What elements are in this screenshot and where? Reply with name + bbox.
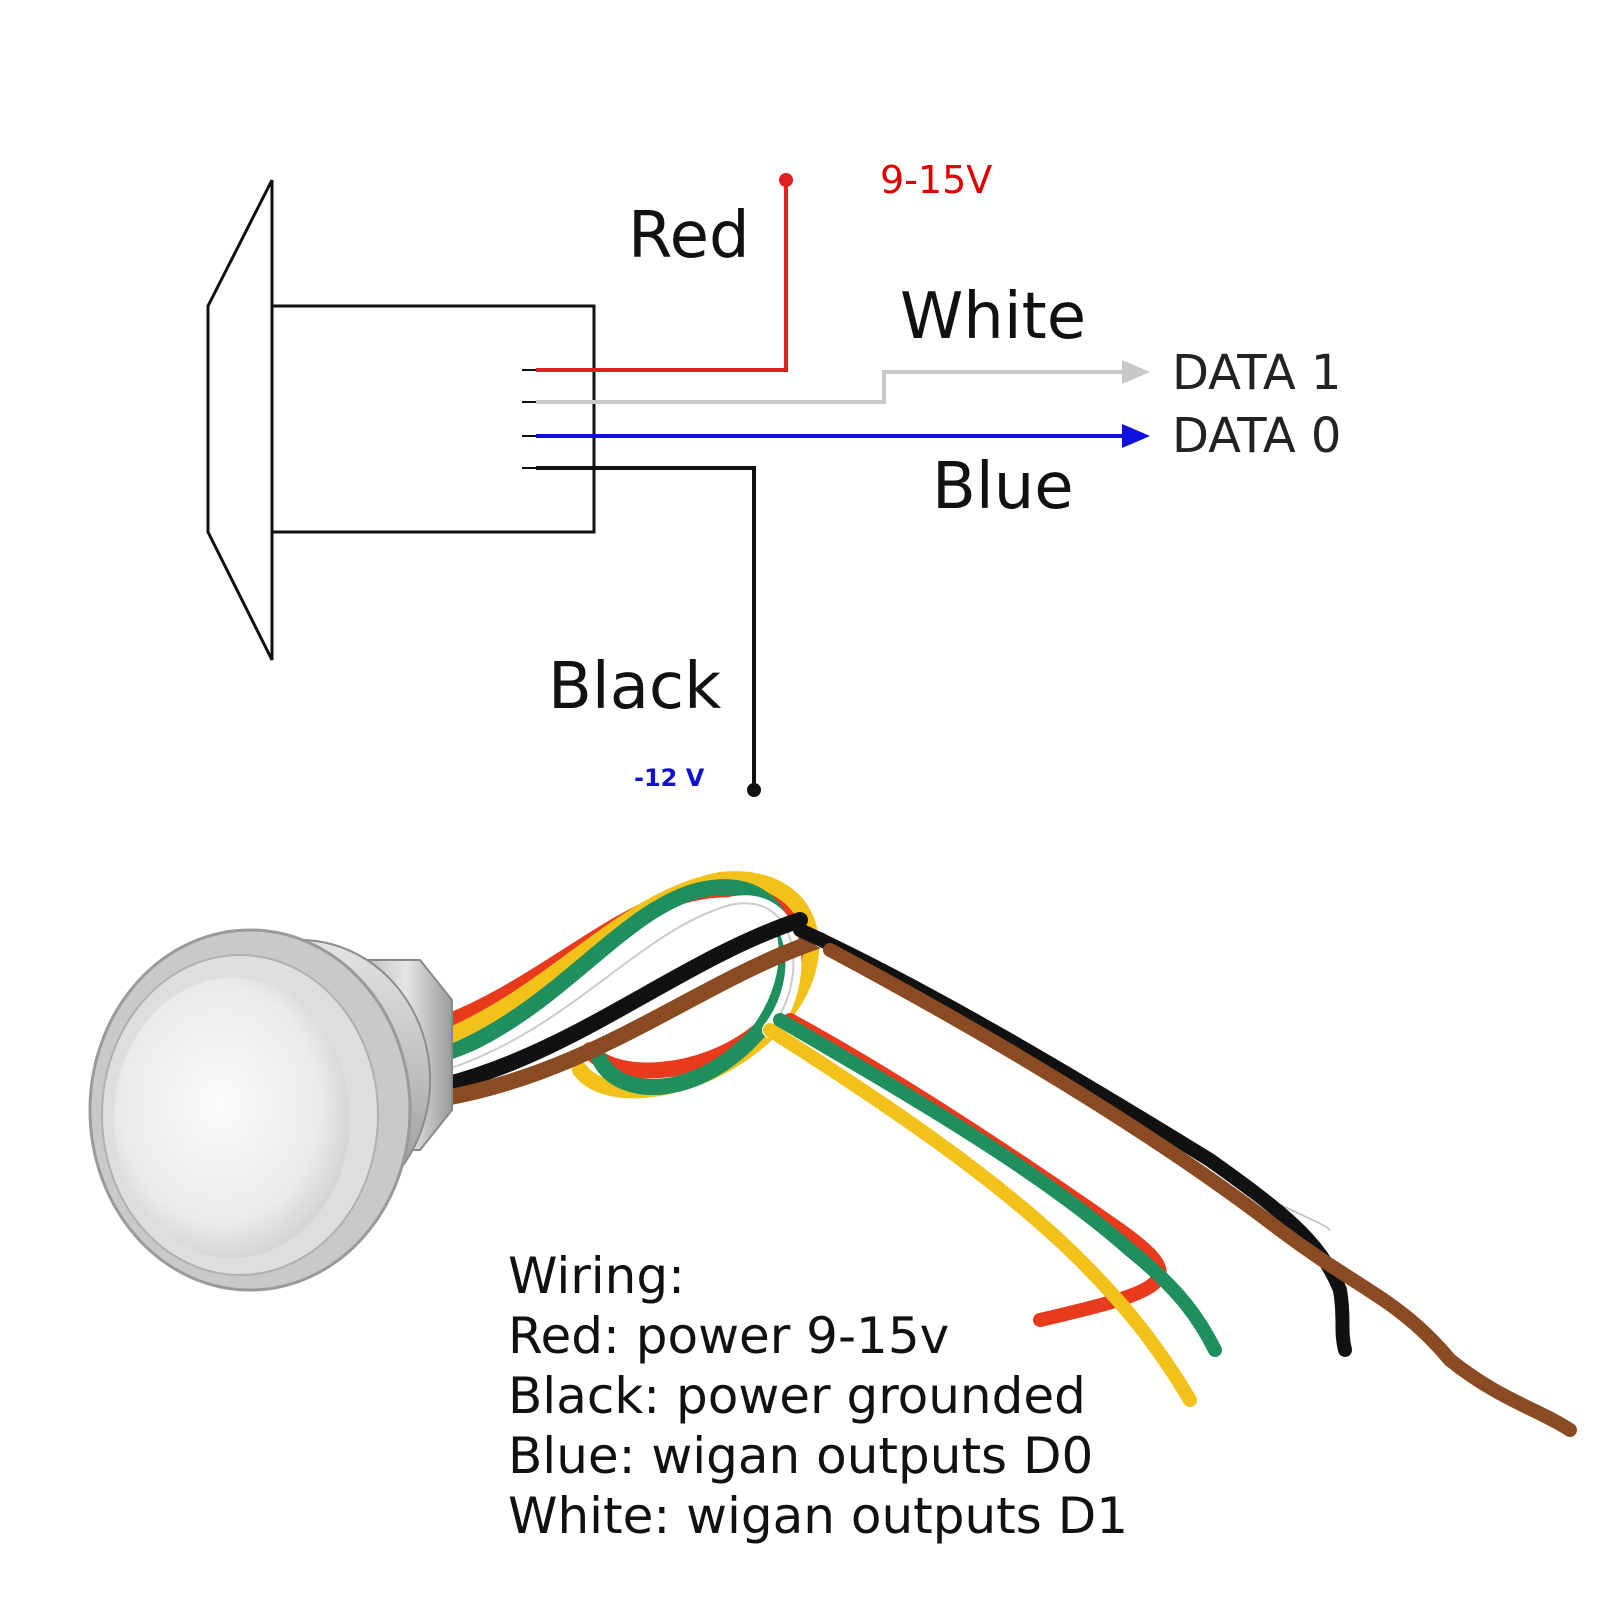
connector-outline — [206, 179, 596, 661]
data0-label: DATA 0 — [1172, 408, 1341, 464]
reader-cap — [114, 978, 350, 1258]
brown-lead — [823, 943, 1577, 1437]
red-wire-label: Red — [628, 199, 750, 273]
yellow-lead — [763, 1023, 1197, 1407]
black-lead — [793, 923, 1352, 1357]
green-lead — [773, 1013, 1222, 1357]
wiring-heading: Wiring: — [508, 1247, 685, 1305]
black-voltage-label: -12 V — [634, 764, 705, 792]
white-wire — [522, 360, 1150, 404]
black-wire — [522, 466, 761, 797]
wiring-line-blue: Blue: wigan outputs D0 — [508, 1427, 1093, 1485]
blue-arrow-head — [1122, 424, 1150, 448]
cable-bundle — [432, 871, 1577, 1437]
reader-button — [88, 928, 453, 1292]
red-voltage-label: 9-15V — [880, 158, 992, 202]
red-wire — [522, 173, 793, 372]
black-terminal-dot — [747, 783, 761, 797]
white-arrow-head — [1122, 360, 1150, 384]
data1-label: DATA 1 — [1172, 345, 1341, 401]
wiring-line-red: Red: power 9-15v — [508, 1307, 949, 1365]
black-cable-loop — [437, 912, 808, 1093]
blue-wire-label: Blue — [932, 450, 1074, 524]
wiring-line-white: White: wigan outputs D1 — [508, 1487, 1128, 1545]
red-terminal-dot — [779, 173, 793, 187]
blue-wire — [522, 424, 1150, 448]
brown-cable-loop — [437, 932, 828, 1106]
wiring-line-black: Black: power grounded — [508, 1367, 1086, 1425]
wiring-notes: Wiring: Red: power 9-15v Black: power gr… — [508, 1247, 1128, 1545]
white-wire-label: White — [900, 280, 1086, 354]
black-wire-label: Black — [548, 650, 721, 724]
